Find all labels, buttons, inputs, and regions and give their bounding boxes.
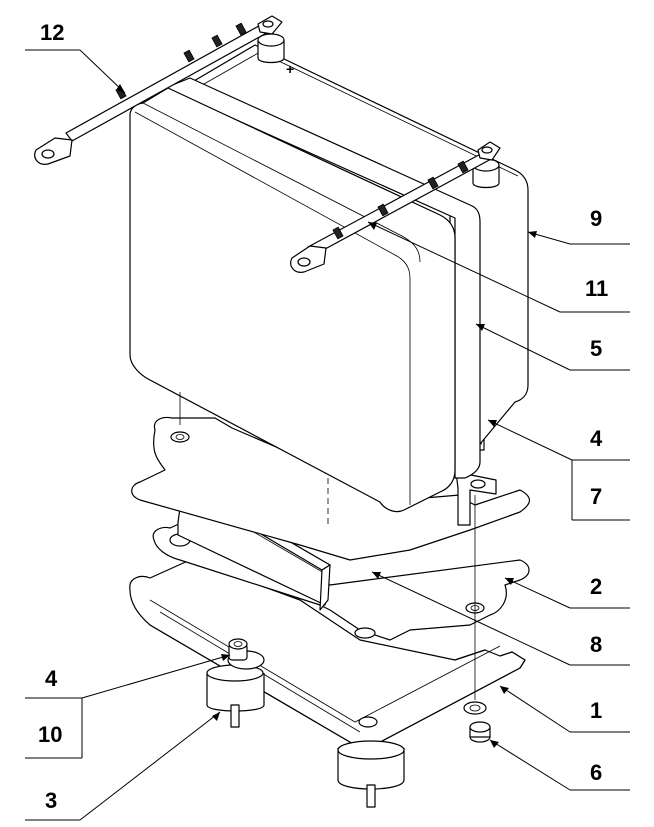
tray-screw — [227, 638, 265, 670]
terminal-negative — [472, 158, 500, 189]
base-tray — [129, 559, 526, 751]
callout-6: 6 — [590, 760, 602, 785]
bottom-nut — [469, 721, 491, 743]
callout-2: 2 — [590, 574, 602, 599]
battery-case-band — [164, 77, 481, 479]
plus-mark: + — [286, 61, 294, 77]
mounting-foot-right — [337, 740, 405, 808]
cable-top — [34, 15, 283, 165]
callout-3: 3 — [45, 788, 57, 813]
callout-4-left: 4 — [45, 666, 58, 691]
callout-4-right: 4 — [590, 426, 603, 451]
callout-12: 12 — [40, 20, 64, 45]
callout-11: 11 — [585, 276, 608, 301]
terminal-positive — [257, 33, 285, 64]
upper-plate — [131, 416, 530, 561]
arrowheads — [116, 84, 537, 748]
cable-middle — [290, 141, 501, 273]
callout-1: 1 — [590, 698, 602, 723]
side-bracket — [455, 471, 497, 700]
callout-8: 8 — [590, 632, 602, 657]
callout-9: 9 — [590, 206, 602, 231]
battery-case-front — [129, 87, 456, 513]
callout-7: 7 — [590, 484, 602, 509]
callout-labels: 12 9 11 5 4 7 2 8 1 6 4 10 3 — [38, 20, 608, 813]
leader-lines — [25, 49, 630, 821]
callout-10: 10 — [38, 722, 62, 747]
callout-5: 5 — [590, 336, 602, 361]
